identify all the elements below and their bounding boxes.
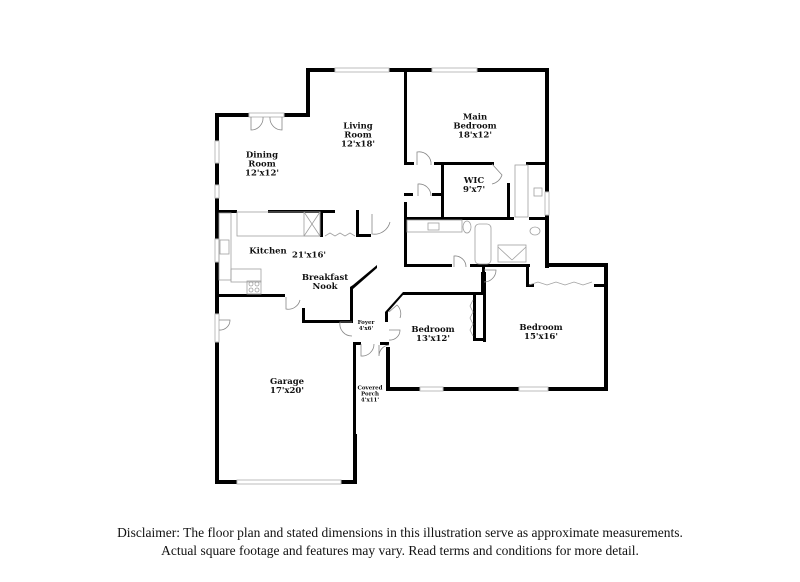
room-name: Porch bbox=[361, 391, 379, 398]
room-label-wic: WIC 9'x7' bbox=[463, 177, 485, 195]
room-dimensions: 21'x16' bbox=[292, 250, 326, 261]
windows bbox=[214, 67, 550, 485]
disclaimer: Disclaimer: The floor plan and stated di… bbox=[0, 524, 800, 560]
room-name: Covered bbox=[357, 385, 383, 392]
room-label-main-bedroom: Main Bedroom 18'x12' bbox=[453, 112, 497, 141]
room-name: Bedroom bbox=[411, 325, 455, 336]
room-label-foyer: Foyer 4'x6' bbox=[357, 320, 375, 333]
room-label-breakfast-nook: Breakfast Nook bbox=[302, 274, 348, 292]
interior-walls bbox=[219, 72, 604, 434]
room-name: Room bbox=[248, 159, 276, 170]
room-name: WIC bbox=[463, 176, 485, 187]
room-name: Main bbox=[462, 112, 488, 123]
room-label-bedroom-3: Bedroom 15'x16' bbox=[519, 324, 562, 342]
room-label-dining-room: Dining Room 12'x12' bbox=[245, 150, 279, 179]
exterior-walls bbox=[215, 68, 608, 484]
room-label-covered-porch: Covered Porch 4'x11' bbox=[358, 386, 383, 403]
room-name: Room bbox=[344, 130, 372, 141]
room-dimensions: 15'x16' bbox=[524, 332, 558, 342]
room-name: Bedroom bbox=[453, 121, 497, 132]
room-dimensions: 4'x6' bbox=[358, 326, 374, 332]
room-name: Living bbox=[343, 121, 373, 132]
disclaimer-line-1: Disclaimer: The floor plan and stated di… bbox=[117, 525, 683, 540]
room-label-bedroom-2: Bedroom 13'x12' bbox=[411, 326, 454, 344]
fixtures bbox=[218, 164, 593, 337]
room-label-garage: Garage 17'x20' bbox=[270, 378, 304, 396]
room-dimensions: 18'x12' bbox=[458, 130, 492, 141]
room-name: Nook bbox=[312, 282, 338, 292]
room-name: Kitchen bbox=[249, 246, 287, 257]
room-dimensions: 9'x7' bbox=[462, 185, 486, 195]
room-dimensions: 17'x20' bbox=[270, 386, 304, 396]
room-label-kitchen-dimensions: 21'x16' bbox=[292, 250, 326, 261]
room-name: Dining bbox=[245, 150, 279, 161]
room-dimensions: 13'x12' bbox=[416, 334, 450, 344]
disclaimer-line-2: Actual square footage and features may v… bbox=[161, 543, 639, 558]
room-label-kitchen: Kitchen bbox=[249, 246, 287, 257]
room-dimensions: 12'x12' bbox=[245, 168, 279, 179]
room-dimensions: 4'x11' bbox=[360, 396, 380, 403]
room-name: Foyer bbox=[357, 320, 375, 327]
room-label-living-room: Living Room 12'x18' bbox=[341, 121, 375, 150]
room-name: Breakfast bbox=[301, 273, 349, 284]
room-dimensions: 12'x18' bbox=[341, 139, 375, 150]
doors bbox=[218, 116, 503, 357]
room-name: Bedroom bbox=[519, 323, 563, 334]
room-name: Garage bbox=[269, 377, 305, 388]
